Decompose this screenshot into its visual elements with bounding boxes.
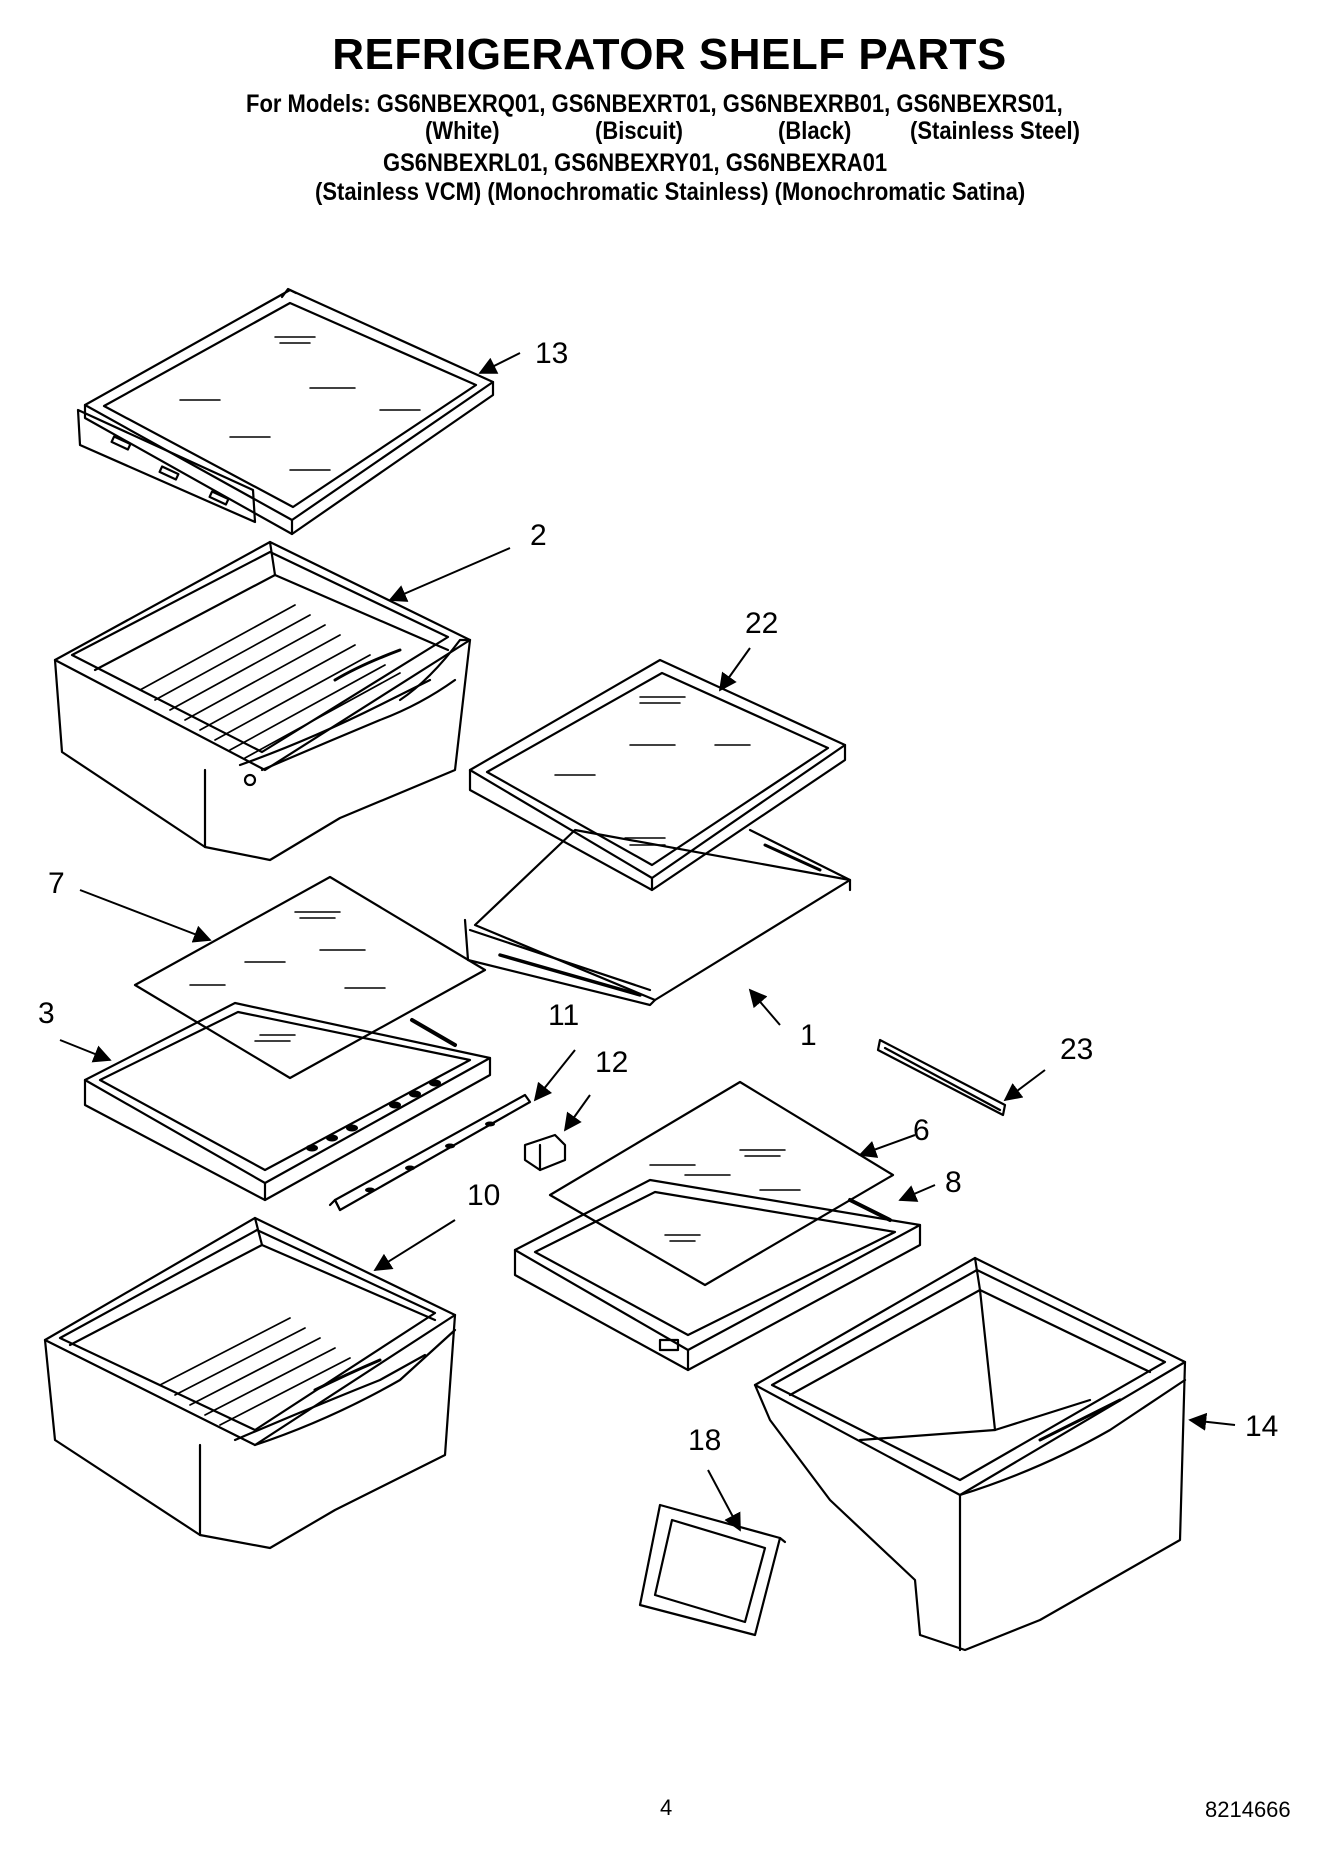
callout-11: 11 [548, 999, 579, 1032]
part-13-glass-shelf [76, 287, 495, 536]
part-3-cover-frame [83, 1001, 492, 1202]
page-title: REFRIGERATOR SHELF PARTS [332, 30, 1007, 79]
models-line-1: For Models: GS6NBEXRQ01, GS6NBEXRT01, GS… [246, 90, 1063, 118]
callout-12: 12 [595, 1046, 628, 1079]
part-12-clip [523, 1133, 567, 1172]
part-1-shelf-frame [463, 828, 852, 1007]
color-black: (Black) [778, 117, 852, 145]
callout-1: 1 [800, 1019, 817, 1052]
callout-13: 13 [535, 337, 568, 370]
document-number: 8214666 [1205, 1797, 1291, 1822]
part-2-crisper-drawer [53, 540, 472, 862]
part-23-bracket [876, 1038, 1007, 1117]
color-biscuit: (Biscuit) [595, 117, 683, 145]
callout-14: 14 [1245, 1410, 1278, 1443]
part-7-glass-panel [133, 875, 487, 1080]
part-18-cover [638, 1503, 787, 1637]
models-line-2: GS6NBEXRL01, GS6NBEXRY01, GS6NBEXRA01 [383, 149, 888, 177]
part-14-crisper-drawer [753, 1256, 1187, 1652]
callout-6: 6 [913, 1114, 930, 1147]
callout-8: 8 [945, 1166, 962, 1199]
callout-10: 10 [467, 1179, 500, 1212]
part-11-rail [328, 1093, 532, 1212]
part-8-cover-frame [513, 1178, 922, 1372]
callout-2: 2 [530, 519, 547, 552]
callout-labels: 13 2 22 7 1 3 11 12 23 6 8 10 14 18 [38, 337, 1278, 1457]
leader-lines [59, 352, 1236, 1532]
callout-22: 22 [745, 607, 778, 640]
callout-23: 23 [1060, 1033, 1093, 1066]
callout-3: 3 [38, 997, 55, 1030]
models-colors-line-2: (Stainless VCM) (Monochromatic Stainless… [315, 178, 1026, 206]
page-number: 4 [660, 1795, 673, 1820]
part-6-glass-panel [548, 1080, 895, 1287]
part-10-crisper-drawer [43, 1216, 457, 1550]
color-stainless-steel: (Stainless Steel) [910, 117, 1080, 145]
callout-7: 7 [48, 867, 65, 900]
color-white: (White) [425, 117, 500, 145]
callout-18: 18 [688, 1424, 721, 1457]
